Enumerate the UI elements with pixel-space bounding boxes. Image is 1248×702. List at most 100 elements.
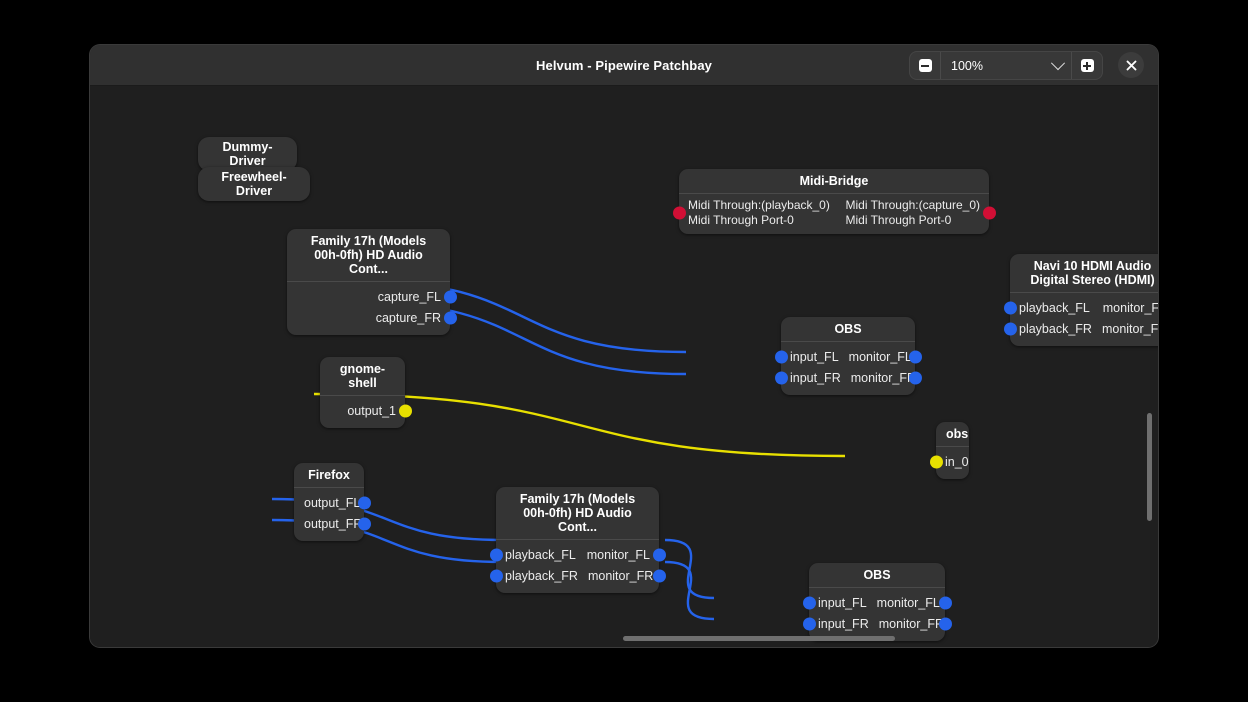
output-port-dot[interactable] [909, 372, 922, 385]
output-port-dot[interactable] [653, 548, 666, 561]
input-port-label: input_FL [781, 350, 839, 364]
node-obs-upper[interactable]: OBSinput_FLmonitor_FLinput_FRmonitor_FR [781, 317, 915, 395]
port-row: input_FRmonitor_FR [809, 614, 945, 636]
input-port-label: playback_FR [1010, 322, 1092, 336]
output-port-dot[interactable] [653, 570, 666, 583]
input-port-label: input_FR [781, 371, 841, 385]
output-port-dot[interactable] [399, 404, 412, 417]
port-row: playback_FR monitor_FR [496, 566, 659, 588]
node-ports: output_1 [320, 396, 405, 428]
plus-box-icon [1081, 59, 1094, 72]
port-row: output_1 [320, 400, 405, 422]
node-title: Navi 10 HDMI Audio Digital Stereo (HDMI) [1010, 254, 1158, 293]
input-port-label: input_FR [809, 617, 869, 631]
input-port-dot[interactable] [1004, 323, 1017, 336]
input-port-dot[interactable] [803, 596, 816, 609]
output-port-dot[interactable] [358, 518, 371, 531]
node-obs-lower[interactable]: OBSinput_FLmonitor_FLinput_FRmonitor_FR [809, 563, 945, 641]
output-port-dot[interactable] [358, 496, 371, 509]
input-port-label: input_FL [809, 596, 867, 610]
chevron-down-icon [1051, 56, 1065, 70]
zoom-in-button[interactable] [1072, 52, 1102, 79]
titlebar: Helvum - Pipewire Patchbay 100% [90, 45, 1158, 86]
node-ports: in_0 [936, 447, 969, 479]
close-button[interactable] [1118, 52, 1144, 78]
port-row: input_FLmonitor_FL [809, 592, 945, 614]
input-port-dot[interactable] [673, 207, 686, 220]
node-ports: playback_FL monitor_FL playback_FR monitor_… [496, 540, 659, 593]
node-ports: capture_FL capture_FR [287, 282, 450, 335]
patchbay-canvas[interactable]: Dummy-DriverFreewheel-DriverMidi-BridgeM… [90, 86, 1158, 647]
port-row: capture_FR [287, 308, 450, 330]
node-firefox[interactable]: Firefoxoutput_FLoutput_FR [294, 463, 364, 541]
link-monitor-fr-to-obs-input-fr[interactable] [665, 562, 714, 619]
node-midi-bridge[interactable]: Midi-BridgeMidi Through:(playback_0) Mid… [679, 169, 989, 234]
helvum-window: Helvum - Pipewire Patchbay 100% Dummy-Dr… [90, 45, 1158, 647]
node-ports: Midi Through:(playback_0) Midi Through P… [679, 194, 989, 234]
input-port-dot[interactable] [930, 455, 943, 468]
input-port-dot[interactable] [803, 618, 816, 631]
port-row: output_FR [294, 514, 364, 536]
input-port-label: playback_FL [496, 548, 576, 562]
port-row: in_0 [936, 451, 969, 473]
output-port-label: capture_FR [376, 311, 450, 325]
vertical-scrollbar[interactable] [1147, 413, 1152, 521]
minus-box-icon [919, 59, 932, 72]
output-port-label: monitor_FR [588, 569, 662, 583]
node-title: OBS [781, 317, 915, 342]
input-port-label: Midi Through:(playback_0) Midi Through P… [679, 198, 830, 228]
input-port-dot[interactable] [1004, 301, 1017, 314]
output-port-label: Midi Through:(capture_0) Midi Through Po… [845, 198, 989, 228]
output-port-dot[interactable] [909, 350, 922, 363]
zoom-level-dropdown[interactable]: 100% [940, 52, 1072, 79]
input-port-dot[interactable] [490, 570, 503, 583]
node-title: Freewheel-Driver [198, 167, 310, 201]
port-row: Midi Through:(playback_0) Midi Through P… [679, 198, 989, 228]
node-ports: input_FLmonitor_FLinput_FRmonitor_FR [781, 342, 915, 395]
port-row: output_FL [294, 492, 364, 514]
close-icon [1126, 60, 1137, 71]
node-title: OBS [809, 563, 945, 588]
node-title: Family 17h (Models 00h-0fh) HD Audio Con… [287, 229, 450, 282]
port-row: input_FLmonitor_FL [781, 346, 915, 368]
node-title: Firefox [294, 463, 364, 488]
zoom-out-button[interactable] [910, 52, 940, 79]
output-port-label: output_1 [347, 404, 405, 418]
node-title: Midi-Bridge [679, 169, 989, 194]
zoom-control: 100% [910, 52, 1102, 79]
input-port-label: playback_FL [1010, 301, 1090, 315]
node-family17h-playback[interactable]: Family 17h (Models 00h-0fh) HD Audio Con… [496, 487, 659, 593]
zoom-level-value: 100% [951, 59, 983, 73]
node-ports: input_FLmonitor_FLinput_FRmonitor_FR [809, 588, 945, 641]
output-port-dot[interactable] [444, 312, 457, 325]
node-navi10-hdmi[interactable]: Navi 10 HDMI Audio Digital Stereo (HDMI)… [1010, 254, 1158, 346]
node-dummy-driver[interactable]: Dummy-Driver [198, 137, 297, 171]
input-port-dot[interactable] [775, 372, 788, 385]
node-title: gnome-shell [320, 357, 405, 396]
horizontal-scrollbar[interactable] [623, 636, 895, 641]
output-port-label: monitor_FR [1102, 322, 1158, 336]
output-port-dot[interactable] [939, 596, 952, 609]
node-freewheel-driver[interactable]: Freewheel-Driver [198, 167, 310, 201]
node-ports: output_FLoutput_FR [294, 488, 364, 541]
node-gnome-shell[interactable]: gnome-shell output_1 [320, 357, 405, 428]
output-port-dot[interactable] [983, 207, 996, 220]
port-row: playback_FL monitor_FL [496, 544, 659, 566]
input-port-dot[interactable] [775, 350, 788, 363]
output-port-label: monitor_FL [1103, 301, 1158, 315]
node-title: Family 17h (Models 00h-0fh) HD Audio Con… [496, 487, 659, 540]
output-port-label: capture_FL [378, 290, 450, 304]
link-monitor-fl-to-obs-input-fl[interactable] [665, 540, 714, 598]
output-port-dot[interactable] [939, 618, 952, 631]
node-family17h-capture[interactable]: Family 17h (Models 00h-0fh) HD Audio Con… [287, 229, 450, 335]
port-row: capture_FL [287, 286, 450, 308]
output-port-label: monitor_FL [587, 548, 659, 562]
node-ports: playback_FL monitor_FL playback_FR monitor_… [1010, 293, 1158, 346]
output-port-dot[interactable] [444, 290, 457, 303]
node-title: Dummy-Driver [198, 137, 297, 171]
input-port-label: playback_FR [496, 569, 578, 583]
node-obs-small[interactable]: obs in_0 [936, 422, 969, 479]
input-port-dot[interactable] [490, 548, 503, 561]
node-title: obs [936, 422, 969, 447]
port-row: input_FRmonitor_FR [781, 368, 915, 390]
